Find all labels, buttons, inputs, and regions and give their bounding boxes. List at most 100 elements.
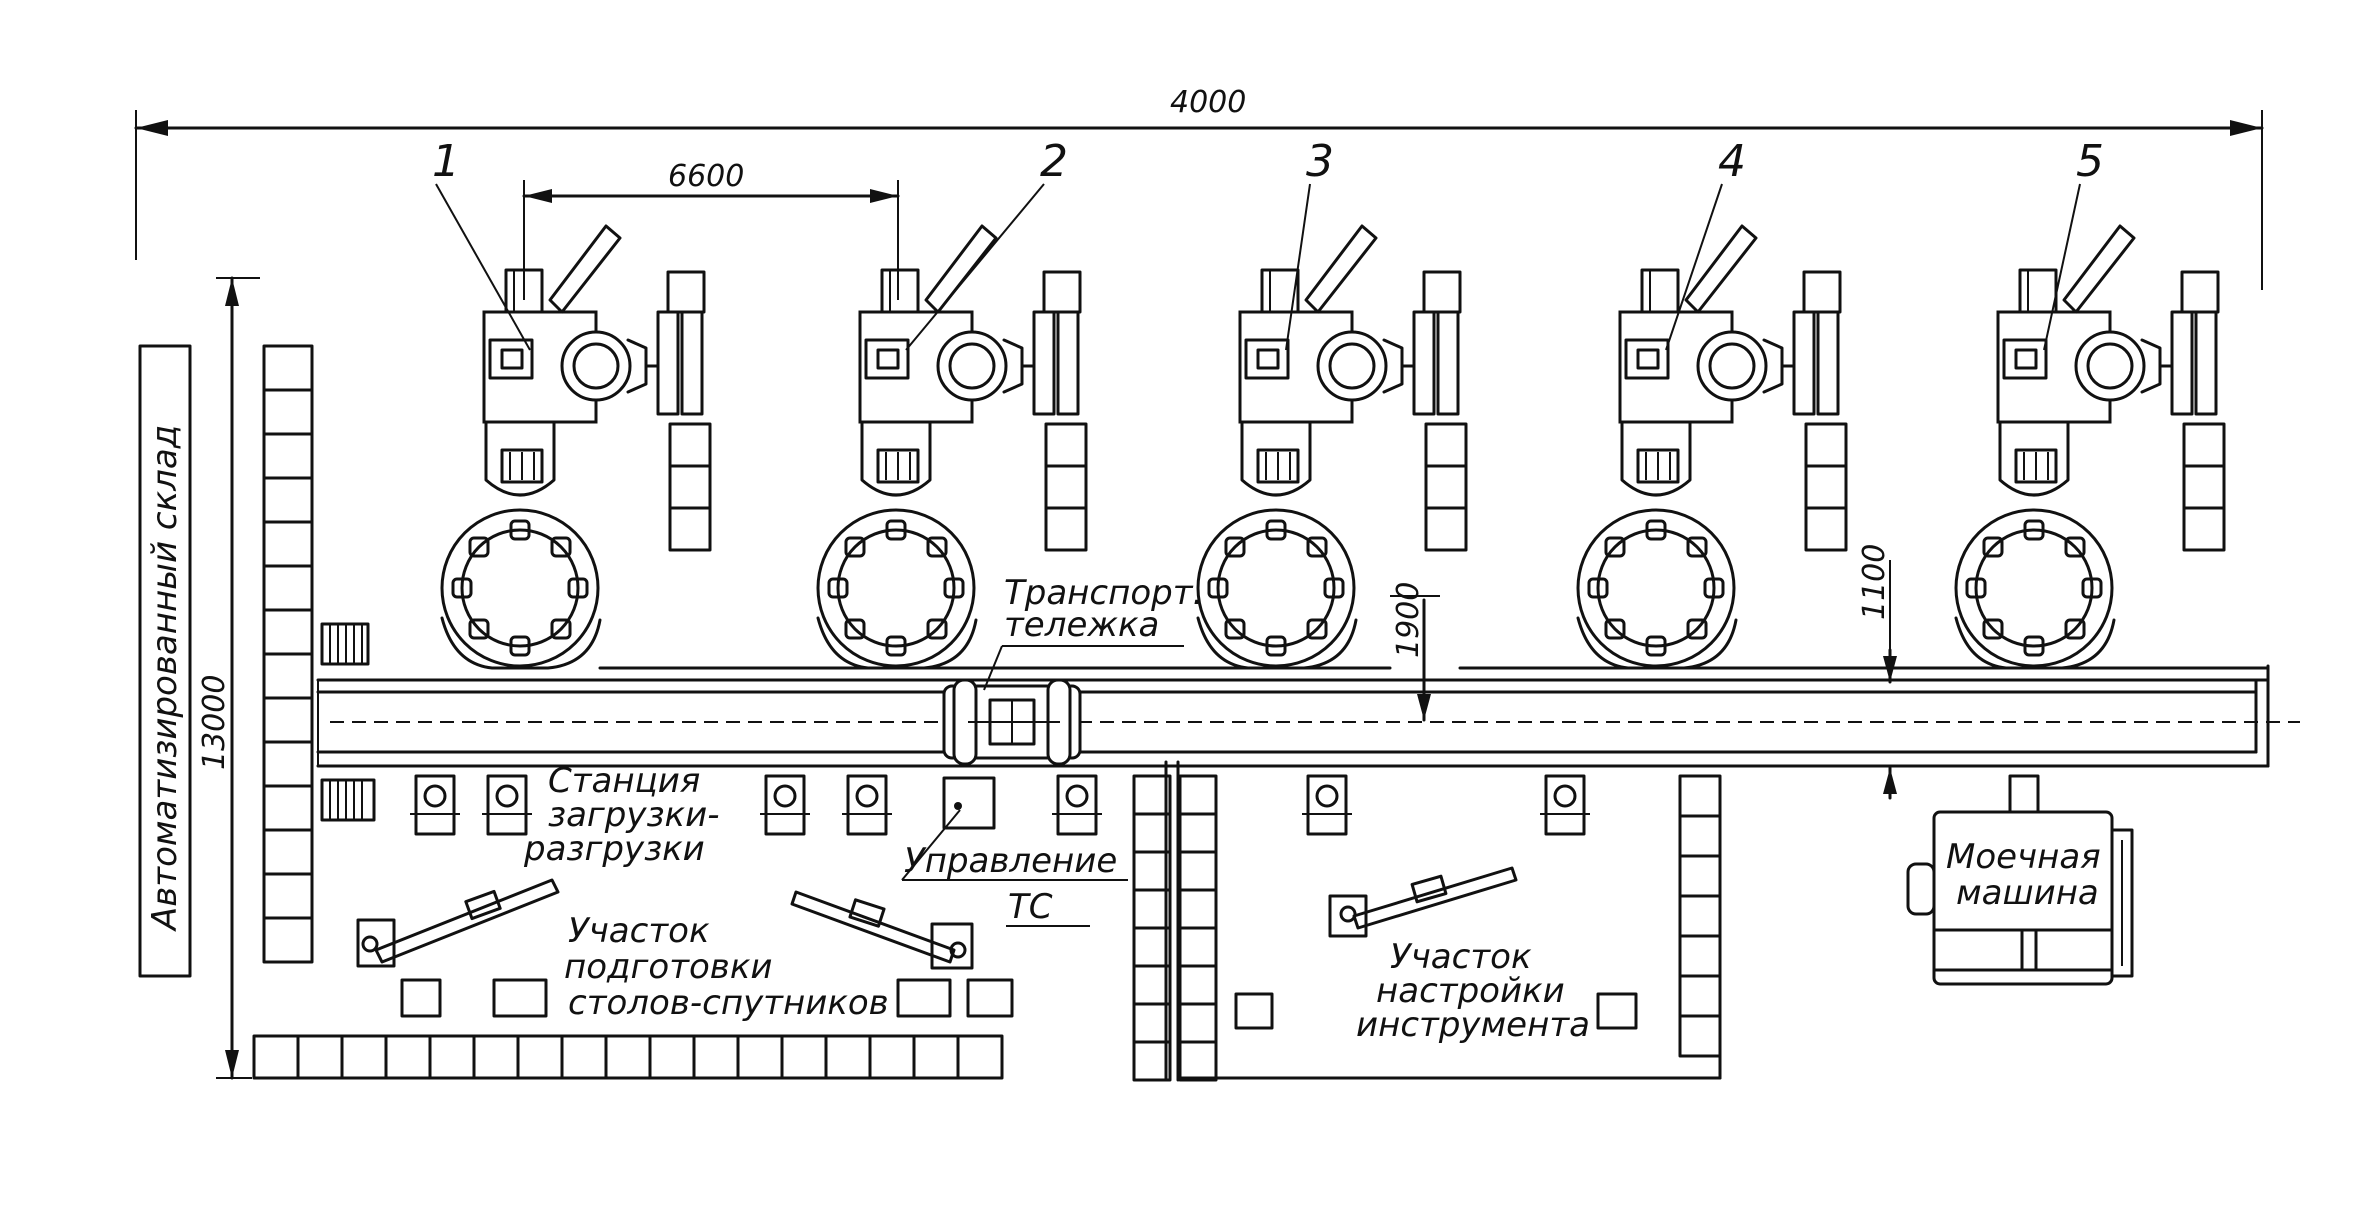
- machine-number-2: 2: [1040, 136, 1068, 187]
- storage-cell: [262, 388, 314, 436]
- storage-cell: [1178, 812, 1218, 854]
- control-label-line2: ТС: [1008, 887, 1053, 927]
- control-label-line1: Управление: [904, 841, 1117, 881]
- tool-magazine-cell: [1424, 422, 1468, 468]
- tool-magazine-cell: [2182, 464, 2226, 510]
- storage-cell: [262, 520, 314, 568]
- pallet-fixture-left: [356, 878, 560, 968]
- machining-center-2: 2: [816, 136, 1088, 670]
- pallet-area-label-line3: столов-спутников: [568, 983, 889, 1023]
- storage-cell: [262, 652, 314, 700]
- tool-area-label-line2: настройки: [1376, 971, 1565, 1011]
- station-label-line1: Станция: [548, 761, 700, 801]
- tool-table: [1596, 992, 1638, 1030]
- storage-cell: [1678, 814, 1722, 858]
- machine-to-rail-label: 1900: [1391, 582, 1426, 658]
- tool-area-label-line3: инструмента: [1356, 1005, 1590, 1045]
- storage-cell: [1678, 854, 1722, 898]
- automated-warehouse: Автоматизированный склад: [138, 344, 192, 978]
- storage-cell: [1132, 1040, 1172, 1082]
- storage-cell: [1678, 774, 1722, 818]
- machine-number-3: 3: [1306, 136, 1334, 187]
- storage-cell: [516, 1034, 564, 1080]
- transport-trolley: [942, 678, 1082, 766]
- station-position: [410, 774, 460, 836]
- storage-cell: [262, 608, 314, 656]
- tool-magazine-cell: [1044, 464, 1088, 510]
- pallet-table: [896, 978, 952, 1018]
- tool-table: [1234, 992, 1274, 1030]
- machining-center-3: 3: [1196, 136, 1468, 670]
- tool-magazine-cell: [668, 422, 712, 468]
- storage-cell: [1178, 1002, 1218, 1044]
- machine-number-5: 5: [2076, 136, 2104, 187]
- storage-cell: [428, 1034, 476, 1080]
- tool-magazine-cell: [2182, 422, 2226, 468]
- tool-presetting-area: Участок настройки инструмента: [1234, 866, 1638, 1045]
- washer-label-line2: машина: [1956, 873, 2099, 913]
- warehouse-label: Автоматизированный склад: [145, 425, 185, 932]
- pallet-area-label-line1: Участок: [568, 911, 710, 951]
- pallet-table: [400, 978, 442, 1018]
- left-storage-column: [262, 344, 314, 964]
- storage-cell: [824, 1034, 872, 1080]
- warehouse-transfer-rack-lower: [320, 778, 376, 822]
- storage-cell: [1678, 1014, 1722, 1058]
- storage-cell: [296, 1034, 344, 1080]
- storage-cell: [262, 432, 314, 480]
- station-position: [1540, 774, 1590, 836]
- storage-cell: [1178, 774, 1218, 816]
- machining-center-5: 5: [1954, 136, 2226, 670]
- tool-magazine-cell: [668, 506, 712, 552]
- storage-cell: [262, 696, 314, 744]
- tool-magazine-cell: [2182, 506, 2226, 552]
- storage-cell: [1178, 888, 1218, 930]
- machining-center-4: 4: [1576, 136, 1848, 670]
- washer-label-line1: Моечная: [1946, 837, 2101, 877]
- tool-magazine-cell: [1804, 506, 1848, 552]
- storage-cell: [1678, 974, 1722, 1018]
- storage-cell: [692, 1034, 740, 1080]
- station-label: Станция загрузки- разгрузки: [523, 761, 719, 869]
- storage-cell: [736, 1034, 784, 1080]
- warehouse-transfer-rack-upper: [320, 622, 370, 666]
- trolley-control-panel: Управление ТС: [901, 776, 1128, 927]
- tool-area-boundary: [1164, 760, 1722, 1082]
- overall-length-label: 4000: [1170, 85, 1246, 120]
- machine-to-rail-dimension: 1900: [1390, 582, 1440, 722]
- tool-magazine-cell: [1044, 422, 1088, 468]
- storage-cell: [868, 1034, 916, 1080]
- tool-area-label-line1: Участок: [1390, 937, 1532, 977]
- station-label-line3: разгрузки: [523, 829, 705, 869]
- storage-cell: [262, 564, 314, 612]
- transport-rail: [316, 664, 2300, 768]
- trolley-label: Транспорт. тележка: [983, 573, 1203, 691]
- station-position: [760, 774, 810, 836]
- tool-magazine-cell: [668, 464, 712, 510]
- overall-width-dimension: 13000: [197, 276, 260, 1080]
- station-position: [482, 774, 532, 836]
- rail-to-washer-label: 1100: [1857, 544, 1892, 620]
- station-position: [1052, 774, 1102, 836]
- tool-room-storage-column: [1132, 774, 1218, 1082]
- storage-cell: [604, 1034, 652, 1080]
- storage-cell: [384, 1034, 432, 1080]
- storage-cell: [262, 872, 314, 920]
- station-label-line2: загрузки-: [548, 795, 719, 835]
- tool-magazine-cell: [1044, 506, 1088, 552]
- pallet-area-label-line2: подготовки: [564, 947, 772, 987]
- machine-spacing-label: 6600: [668, 159, 744, 194]
- bottom-storage-row: [252, 1034, 1004, 1080]
- station-position: [1302, 774, 1352, 836]
- storage-cell: [1178, 1040, 1218, 1082]
- storage-cell: [1178, 850, 1218, 892]
- storage-cell: [560, 1034, 608, 1080]
- pallet-fixture-right: [790, 890, 974, 970]
- overall-width-label: 13000: [197, 675, 232, 770]
- storage-cell: [956, 1034, 1004, 1080]
- tool-magazine-cell: [1424, 506, 1468, 552]
- trolley-label-line2: тележка: [1004, 605, 1159, 645]
- storage-cell: [1178, 926, 1218, 968]
